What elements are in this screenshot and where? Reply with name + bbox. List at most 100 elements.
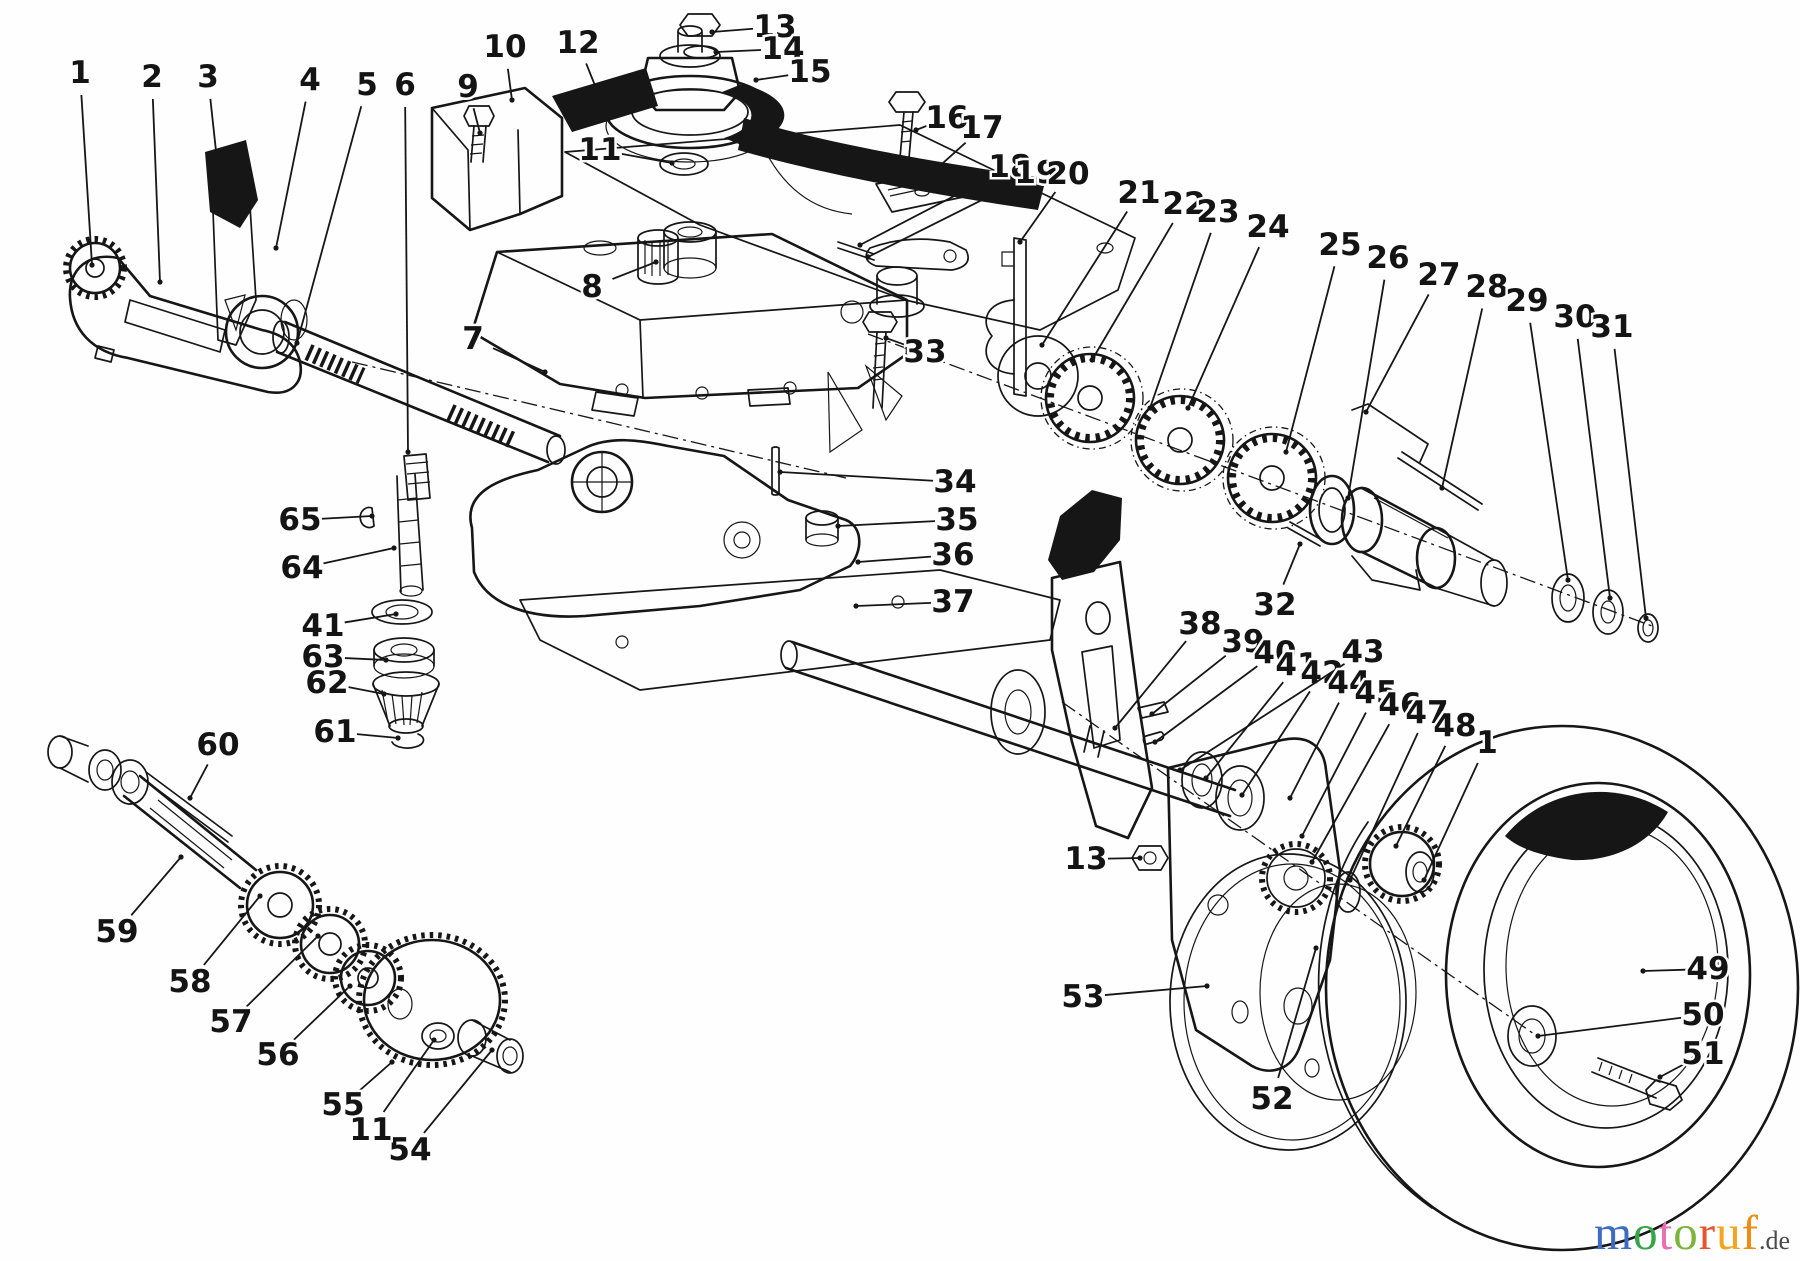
- pinion-arm-assembly: [63, 140, 308, 394]
- part-label-51: 51: [1681, 1036, 1724, 1072]
- vertical-shaft-assembly: [359, 473, 440, 749]
- part-label-33: 33: [903, 334, 946, 370]
- bushing-41: [1181, 751, 1223, 809]
- part-label-57: 57: [209, 1004, 252, 1040]
- leader-dot-12: [593, 85, 599, 91]
- part-label-40: 40: [1253, 635, 1296, 671]
- leader-line-41: [1205, 681, 1284, 779]
- logo-letter: o: [1673, 1205, 1699, 1260]
- ring-31: [1637, 613, 1659, 643]
- rod-28: [1397, 451, 1483, 511]
- leader-line-17: [923, 142, 967, 181]
- part-label-58: 58: [168, 964, 211, 1000]
- wheel-assembly: [1317, 724, 1800, 1252]
- part-label-38: 38: [1178, 606, 1221, 642]
- washer-21: [997, 335, 1079, 417]
- gear-plate-43: [1166, 737, 1342, 1072]
- leader-dot-1: [89, 262, 95, 268]
- leader-dot-63: [383, 657, 389, 663]
- leader-dot-39: [1149, 711, 1155, 717]
- part-label-64: 64: [280, 550, 323, 586]
- leader-line-35: [837, 520, 936, 527]
- shaft-key-60: [141, 771, 233, 843]
- lever-19: [865, 238, 969, 271]
- leader-dot-41: [1203, 775, 1209, 781]
- part-label-11: 11: [578, 132, 621, 168]
- leader-dot-41: [393, 611, 399, 617]
- leader-dot-3: [217, 185, 223, 191]
- sleeve-28: [1480, 559, 1508, 607]
- part-label-15: 15: [788, 54, 831, 90]
- leader-dot-23: [1147, 405, 1153, 411]
- leader-line-45: [1301, 712, 1367, 837]
- leader-line-27: [1365, 293, 1430, 413]
- part-label-1: 1: [69, 55, 91, 91]
- leader-line-46: [1311, 723, 1391, 863]
- leader-line-53: [1104, 985, 1208, 996]
- logo-letter: r: [1698, 1205, 1717, 1260]
- leader-dot-13: [709, 29, 715, 35]
- leader-line-50: [1537, 1016, 1682, 1037]
- leader-line-40: [1154, 665, 1258, 743]
- gear-56: [339, 949, 397, 1007]
- leader-line-33: [885, 337, 905, 346]
- leader-line-19: [867, 182, 1017, 258]
- dust-cover-53: [1169, 853, 1407, 1151]
- logo-wordmark: motoruf: [1594, 1205, 1759, 1260]
- leader-dot-45: [1299, 833, 1305, 839]
- leader-dot-47: [1347, 877, 1353, 883]
- rubber-pad: [205, 140, 258, 228]
- leader-dot-61: [395, 735, 401, 741]
- leader-line-37: [855, 602, 932, 607]
- leader-dot-28: [1439, 485, 1445, 491]
- leader-dot-46: [1309, 859, 1315, 865]
- part-label-3: 3: [197, 59, 219, 95]
- shift-lever-assembly: [1048, 490, 1154, 840]
- washer-14: [683, 45, 719, 59]
- leader-dot-38: [1112, 725, 1118, 731]
- part-label-14: 14: [761, 31, 804, 67]
- part-label-26: 26: [1366, 240, 1409, 276]
- part-label-56: 56: [256, 1037, 299, 1073]
- leader-dot-27: [1363, 409, 1369, 415]
- part-label-62: 62: [305, 665, 348, 701]
- leader-dot-14: [713, 49, 719, 55]
- part-label-27: 27: [1417, 257, 1460, 293]
- leader-line-57: [246, 935, 319, 1008]
- bracket-20: [1013, 237, 1027, 397]
- leader-line-13: [1107, 857, 1141, 860]
- washer-11: [659, 152, 709, 176]
- leader-line-39: [1151, 654, 1227, 715]
- input-shaft: [272, 320, 566, 501]
- leader-line-62: [348, 686, 385, 695]
- leader-line-22: [1091, 222, 1174, 361]
- leader-dot-52: [1313, 945, 1319, 951]
- part-label-30: 30: [1553, 299, 1596, 335]
- collar-63: [373, 637, 435, 663]
- leader-dot-60: [187, 795, 193, 801]
- leader-line-6: [404, 106, 409, 453]
- leader-line-5: [296, 105, 363, 344]
- leader-line-44: [1289, 702, 1340, 799]
- tire-49: [1324, 724, 1800, 1252]
- leader-dot-6: [405, 449, 411, 455]
- construction-lines: [351, 333, 1653, 1035]
- leader-line-3: [209, 98, 221, 189]
- leader-line-38: [1114, 640, 1187, 729]
- leader-dot-57: [315, 933, 321, 939]
- leader-dot-56: [347, 983, 353, 989]
- leader-line-1: [80, 94, 93, 266]
- leader-line-29: [1529, 322, 1569, 581]
- leader-dot-8: [653, 259, 659, 265]
- bolt-9: [463, 105, 495, 127]
- leader-dot-31: [1643, 615, 1649, 621]
- leader-dot-29: [1565, 577, 1571, 583]
- bolt-33: [862, 311, 898, 333]
- leader-dot-15: [753, 77, 759, 83]
- leader-dot-25: [1283, 449, 1289, 455]
- leader-line-51: [1659, 1063, 1685, 1078]
- leader-dot-11: [431, 1037, 437, 1043]
- leader-dot-49: [1640, 968, 1646, 974]
- leader-line-8: [612, 261, 657, 280]
- leader-line-41: [344, 613, 397, 624]
